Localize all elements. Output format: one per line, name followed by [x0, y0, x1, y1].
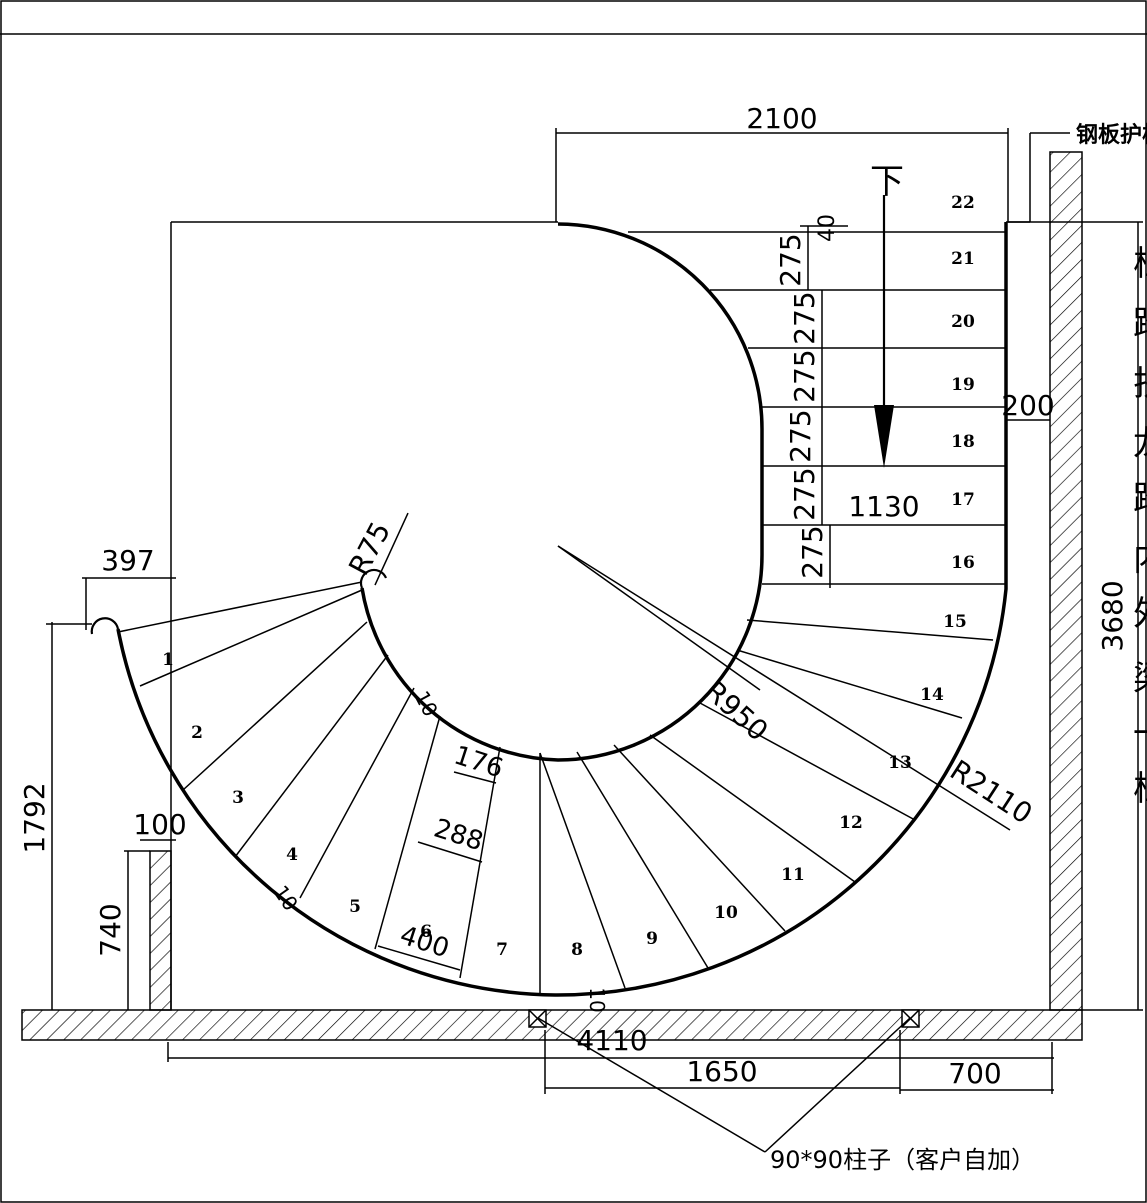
svg-text:扶: 扶 — [1133, 364, 1147, 404]
direction-arrow — [874, 195, 894, 468]
dim-1792-lines — [46, 622, 92, 1010]
dim-gap-40: 40 — [815, 214, 840, 242]
direction-label: 下 — [870, 162, 904, 202]
svg-text:龙: 龙 — [1133, 424, 1147, 464]
dim-riser-3: 275 — [788, 349, 821, 402]
dim-2100-lines — [555, 128, 1009, 222]
svg-text:梁: 梁 — [1133, 659, 1147, 699]
step-number: 10 — [714, 903, 738, 923]
outer-stringer — [116, 222, 1008, 997]
step-number: 3 — [232, 788, 244, 808]
left-short-wall — [149, 850, 172, 1011]
step-number: 14 — [920, 685, 944, 705]
floor-slab — [21, 1009, 1083, 1041]
dim-3680-lines — [1006, 221, 1143, 1011]
step-number: 18 — [951, 432, 975, 452]
step-number: 8 — [571, 940, 583, 960]
step-number: 22 — [951, 193, 975, 213]
step-number: 5 — [349, 897, 361, 917]
step-number: 17 — [951, 490, 975, 510]
step-number: 13 — [888, 753, 912, 773]
dim-span-700: 700 — [948, 1057, 1001, 1090]
dim-riser-5: 275 — [788, 467, 821, 520]
dim-handrail-radius: R75 — [342, 516, 397, 580]
right-wall — [1049, 151, 1083, 1011]
dim-wall-thickness: 100 — [133, 808, 186, 841]
tread-dim-lines — [377, 771, 497, 971]
dim-small-10-c: 10 — [585, 987, 609, 1012]
step-number: 19 — [951, 375, 975, 395]
dim-top-width: 2100 — [746, 102, 817, 135]
dim-740-lines — [124, 839, 176, 1010]
handrail-end-inner — [359, 568, 388, 589]
stair-opening-outline — [170, 221, 558, 1010]
step-number: 4 — [286, 845, 298, 865]
inner-stringer — [360, 222, 764, 762]
dim-riser-4: 275 — [784, 409, 817, 462]
handrail-end-outer — [90, 617, 120, 635]
step-numbers: 1 2 3 4 5 6 7 8 9 10 11 12 13 14 15 16 1… — [162, 193, 975, 960]
step-number: 12 — [839, 813, 863, 833]
step-number: 21 — [951, 249, 975, 269]
winder-treads — [117, 581, 994, 995]
right-notes: 栏 踏 扶 龙 踏 内 外 梁 一 栏 — [1133, 244, 1147, 809]
svg-text:栏: 栏 — [1133, 244, 1147, 284]
svg-text:踏: 踏 — [1133, 304, 1147, 344]
dim-riser-2: 275 — [788, 291, 821, 344]
dim-total-width: 4110 — [576, 1024, 647, 1057]
dim-inner-tread: 176 — [450, 740, 506, 784]
step-number: 2 — [191, 723, 203, 743]
step-number: 16 — [951, 553, 975, 573]
dim-total-height: 3680 — [1096, 580, 1129, 651]
step-number: 11 — [781, 865, 805, 885]
column-markers — [528, 1009, 920, 1028]
step-number: 7 — [496, 940, 508, 960]
dim-left-offset: 397 — [101, 544, 154, 577]
straight-treads — [628, 231, 1006, 585]
dim-span-1650: 1650 — [686, 1055, 757, 1088]
step-number: 6 — [420, 922, 432, 942]
riser-dim-lines — [800, 225, 848, 588]
step-number: 15 — [943, 612, 967, 632]
radius-leaders — [374, 512, 1011, 831]
svg-text:内: 内 — [1133, 539, 1147, 579]
column-label: 90*90柱子（客户自加） — [770, 1146, 1035, 1174]
svg-text:一: 一 — [1133, 714, 1147, 754]
dim-riser-1: 275 — [774, 233, 807, 286]
svg-text:栏: 栏 — [1133, 769, 1147, 809]
dim-tread-width: 1130 — [848, 490, 919, 523]
svg-text:踏: 踏 — [1133, 479, 1147, 519]
dim-wall-gap: 200 — [1001, 389, 1054, 422]
svg-text:外: 外 — [1133, 594, 1147, 634]
step-number: 20 — [951, 312, 975, 332]
dim-mid-tread: 288 — [430, 813, 486, 857]
step-number: 1 — [162, 650, 174, 670]
dim-wall-height: 740 — [94, 903, 127, 956]
column-leader — [537, 1017, 911, 1153]
dim-397-lines — [82, 577, 176, 630]
dim-left-height: 1792 — [18, 782, 51, 853]
guard-label: 钢板护栏 — [1076, 122, 1147, 148]
step-number: 9 — [646, 929, 658, 949]
dim-riser-6: 275 — [796, 525, 829, 578]
dim-bottom-lines — [167, 1030, 1054, 1094]
